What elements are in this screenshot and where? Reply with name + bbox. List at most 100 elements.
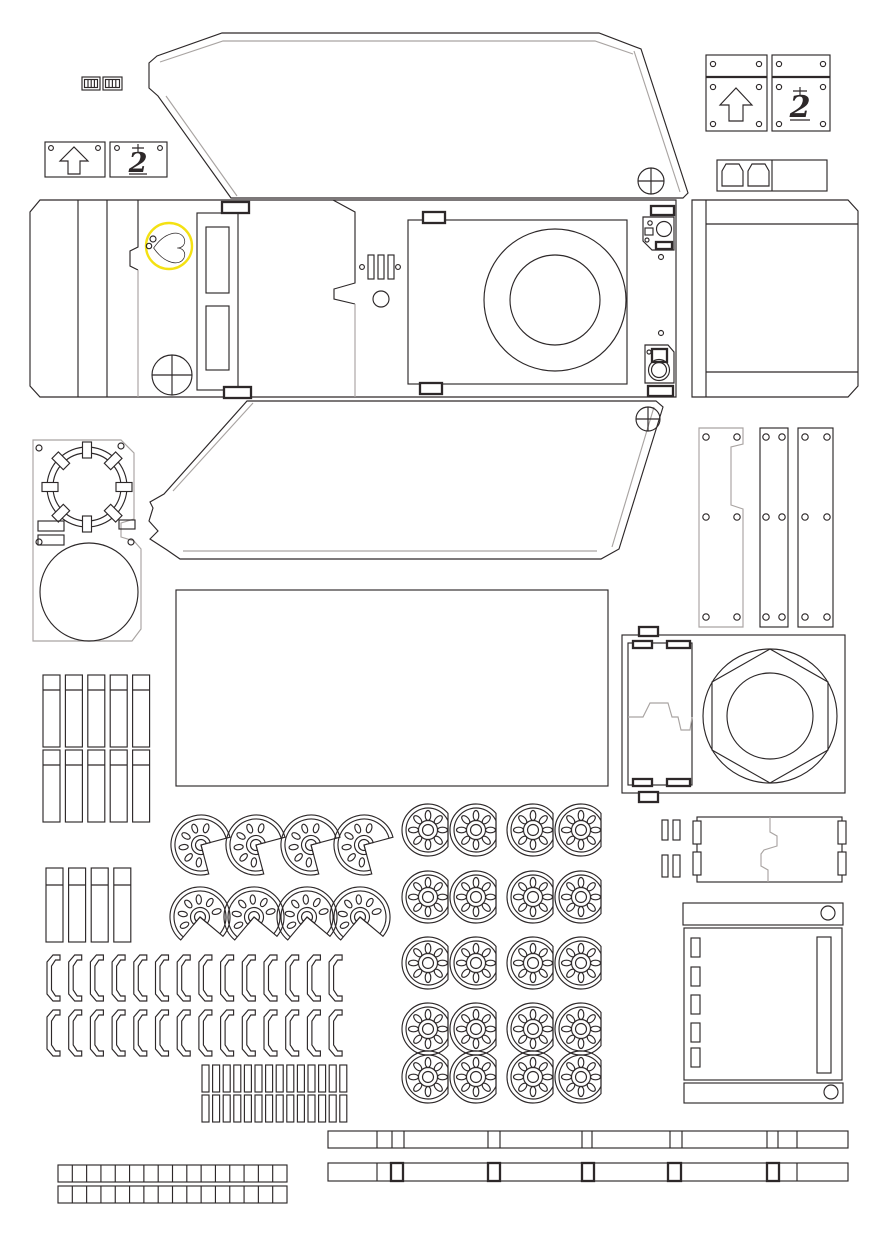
decal-plate-arrow-left [44,141,106,178]
c-bracket [46,1009,61,1057]
strip-part [90,867,109,943]
wedge-wheel [264,874,350,960]
numeral-flourish [790,87,810,121]
c-bracket [328,1009,343,1057]
wedge-wheel [273,807,349,883]
c-bracket [306,1009,321,1057]
road-wheel [449,1050,497,1104]
slat [222,1064,231,1093]
c-bracket [68,954,83,1002]
strip-bold-cell [580,1161,596,1183]
c-bracket [89,954,104,1002]
road-wheel [554,803,602,857]
road-wheel-grid [401,803,602,1104]
c-bracket [285,1009,300,1057]
c-bracket [328,954,343,1002]
c-bracket [220,1009,235,1057]
blank-panel [175,589,609,787]
slat [286,1094,295,1123]
slat [339,1094,348,1123]
c-bracket [176,954,191,1002]
slat [296,1094,305,1123]
slat [212,1094,221,1123]
strip-part [64,674,83,748]
wedge-wheel [163,807,239,883]
c-bracket [154,954,170,1002]
strip-part [45,867,64,943]
road-wheel [554,870,602,924]
slat [296,1064,305,1093]
numeral-flourish [129,144,147,175]
hull-bottom-deck [148,400,664,560]
slat [339,1064,348,1093]
c-bracket [68,1009,83,1057]
slat [254,1094,263,1123]
road-wheel [401,1002,449,1056]
numeral-decal: 2 [789,90,811,125]
slat [318,1064,327,1093]
slat [212,1064,221,1093]
c-bracket [176,1009,191,1057]
c-bracket [89,1009,104,1057]
wedge-wheel [317,874,403,960]
strip-part [68,867,87,943]
hole-strip-3 [797,427,834,628]
slat [254,1064,263,1093]
crosshair-mark [635,406,661,432]
arrow-up-icon [58,146,90,175]
highlighted-heart-hook[interactable] [144,221,194,271]
road-wheel [449,870,497,924]
slat [243,1094,252,1123]
wedge-wheel-row-bottom [157,874,403,960]
strip-part [87,749,106,823]
c-bracket [198,954,213,1002]
c-bracket [111,954,126,1002]
c-bracket [241,954,256,1002]
wedge-wheel [218,807,294,883]
road-wheel [506,1002,554,1056]
slat [328,1094,337,1123]
road-wheel [554,1002,602,1056]
strip-bold-cell [666,1161,683,1183]
strip-part [109,749,128,823]
c-bracket [111,1009,126,1057]
slat [307,1094,316,1123]
c-bracket [285,954,300,1002]
crosshair-mark [637,167,665,195]
slat [275,1064,284,1093]
slat [328,1064,337,1093]
decal-plate-arrow-right [705,54,768,132]
c-bracket [241,1009,256,1057]
road-wheel [554,936,602,990]
long-track-strip [327,1130,849,1149]
slat [307,1064,316,1093]
strip-bold-cell [765,1161,781,1183]
hatch-frame [196,200,253,400]
c-bracket [154,1009,170,1057]
c-bracket [46,954,61,1002]
left-strip-group-b [45,867,132,943]
road-wheel [401,803,449,857]
small-bars [661,819,681,878]
grille-part-2 [102,76,123,91]
strip-bold-cell [389,1161,405,1183]
road-wheel [401,936,449,990]
road-wheel [449,803,497,857]
slat [233,1094,242,1123]
road-wheel [401,870,449,924]
long-track-strips [327,1130,849,1183]
selection-highlight-ring [144,221,194,271]
c-bracket [263,954,278,1002]
c-bracket [306,954,321,1002]
slat [265,1064,274,1093]
strip-part [109,674,128,748]
c-bracket [263,1009,278,1057]
c-bracket [220,954,235,1002]
strip-part [87,674,106,748]
hatch-cluster-bottom [644,329,675,398]
slat [275,1094,284,1123]
road-wheel [449,936,497,990]
road-wheel [506,936,554,990]
